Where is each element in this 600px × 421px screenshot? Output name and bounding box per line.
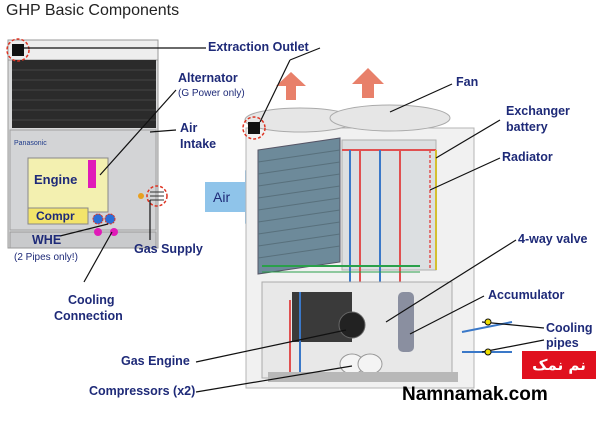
label-gas-supply: Gas Supply (134, 242, 203, 256)
right-unit (242, 104, 513, 389)
label-four-way-valve: 4-way valve (518, 232, 588, 246)
label-cooling-connection-2: Connection (54, 309, 123, 323)
air-arrow-label: Air (213, 189, 231, 205)
label-cooling-pipes-2: pipes (546, 336, 579, 350)
engine-panel-label: Engine (34, 172, 78, 187)
flow-arrow-left (276, 72, 306, 100)
label-extraction-outlet: Extraction Outlet (208, 40, 309, 54)
left-unit (6, 38, 168, 249)
brand-small-label: Panasonic (14, 140, 47, 147)
extraction-outlet-left (12, 44, 24, 56)
label-alternator-note: (G Power only) (178, 88, 245, 99)
label-exchanger-battery-1: Exchanger (506, 104, 570, 118)
alternator-part (88, 160, 96, 188)
label-whe-note: (2 Pipes only!) (14, 252, 78, 263)
label-exchanger-battery-2: battery (506, 120, 548, 134)
watermark-stamp: نم نمک (522, 351, 596, 379)
label-gas-engine: Gas Engine (121, 354, 190, 368)
label-air-intake-2: Intake (180, 137, 217, 151)
diagram-title: GHP Basic Components (6, 2, 180, 19)
label-fan: Fan (456, 75, 479, 89)
flow-arrow-right (352, 68, 384, 98)
compressor-panel-label: Compr (36, 209, 75, 223)
extraction-outlet-right (248, 122, 260, 134)
label-compressors: Compressors (x2) (89, 384, 196, 398)
label-whe: WHE (32, 233, 62, 247)
label-air-intake-1: Air (180, 121, 198, 135)
label-cooling-connection-1: Cooling (68, 293, 115, 307)
label-radiator: Radiator (502, 150, 553, 164)
label-accumulator: Accumulator (488, 288, 565, 302)
watermark-site: Namnamak.com (402, 384, 548, 405)
label-cooling-pipes-1: Cooling (546, 321, 593, 335)
label-alternator: Alternator (178, 71, 238, 85)
